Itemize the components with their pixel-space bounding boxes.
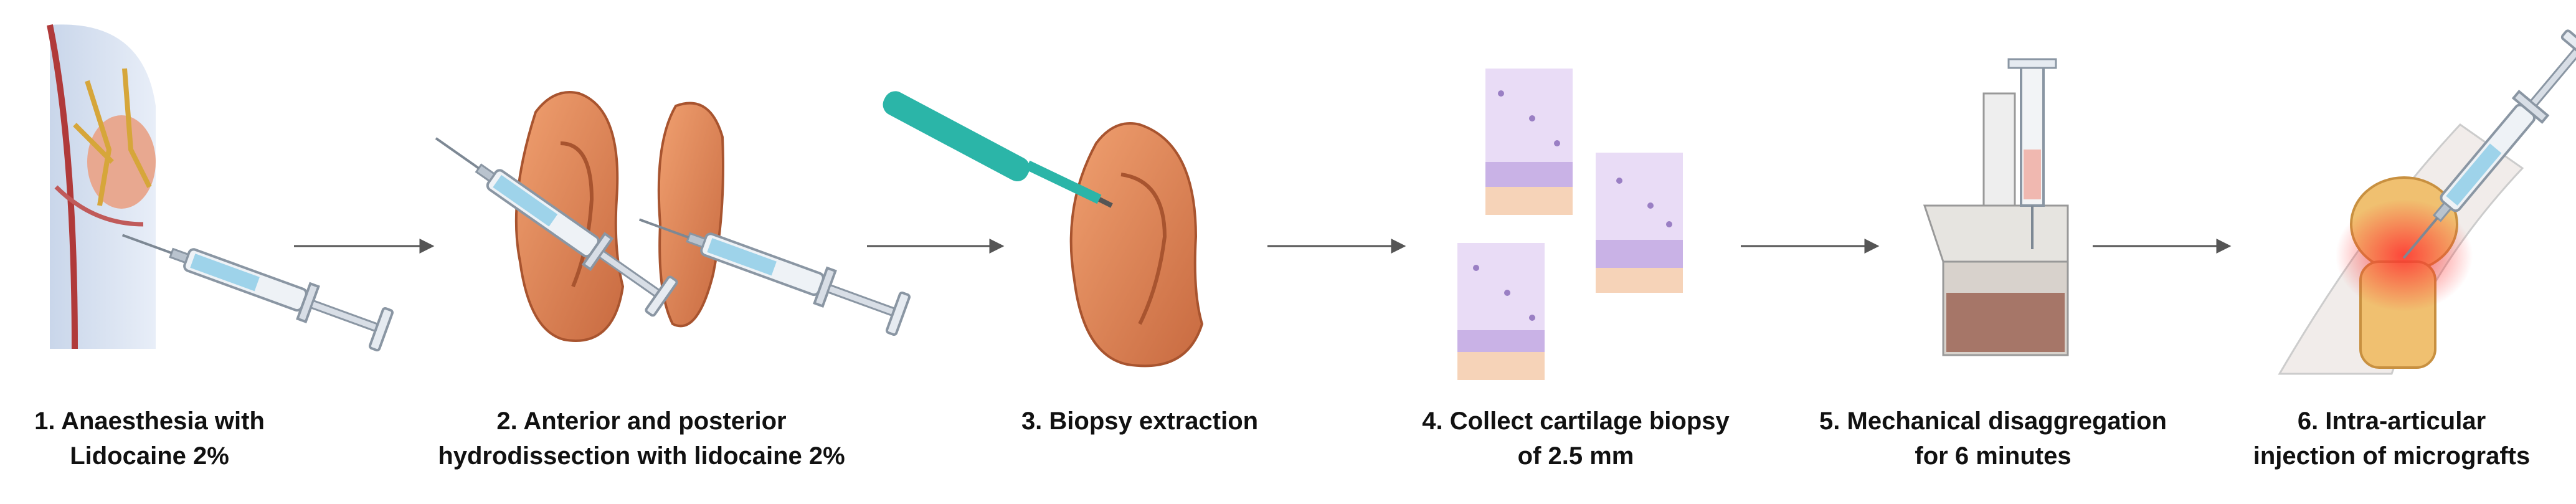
step-4-caption: 4. Collect cartilage biopsy of 2.5 mm	[1389, 404, 1763, 473]
step-4-line1: 4. Collect cartilage biopsy	[1422, 407, 1730, 435]
workflow-illustrations	[47, 24, 2576, 380]
step-5-line1: 5. Mechanical disaggregation	[1819, 407, 2167, 435]
step-5-caption: 5. Mechanical disaggregation for 6 minut…	[1794, 404, 2192, 473]
step-6-line1: 6. Intra-articular	[2297, 407, 2486, 435]
step-6-line2: injection of micrografts	[2253, 442, 2531, 470]
step-5-line2: for 6 minutes	[1915, 442, 2072, 470]
head-anaesthesia-illustration	[47, 24, 156, 349]
step-2-line2: hydrodissection with lidocaine 2%	[438, 442, 845, 470]
step-1-line2: Lidocaine 2%	[70, 442, 229, 470]
step-1-line1: 1. Anaesthesia with	[34, 407, 265, 435]
step-6-caption: 6. Intra-articular injection of microgra…	[2217, 404, 2566, 473]
step-2-caption: 2. Anterior and posterior hydrodissectio…	[411, 404, 872, 473]
ears-hydrodissection-illustration	[514, 91, 724, 342]
step-1-caption: 1. Anaesthesia with Lidocaine 2%	[0, 404, 299, 473]
step-4-line2: of 2.5 mm	[1517, 442, 1634, 470]
step-2-line1: 2. Anterior and posterior	[496, 407, 787, 435]
step-3-line1: 3. Biopsy extraction	[1021, 407, 1259, 435]
ear-biopsy-illustration	[883, 91, 1204, 368]
disaggregation-device-illustration	[1923, 58, 2069, 356]
step-3-caption: 3. Biopsy extraction	[990, 404, 1289, 439]
cartilage-samples-illustration	[1457, 69, 1683, 380]
